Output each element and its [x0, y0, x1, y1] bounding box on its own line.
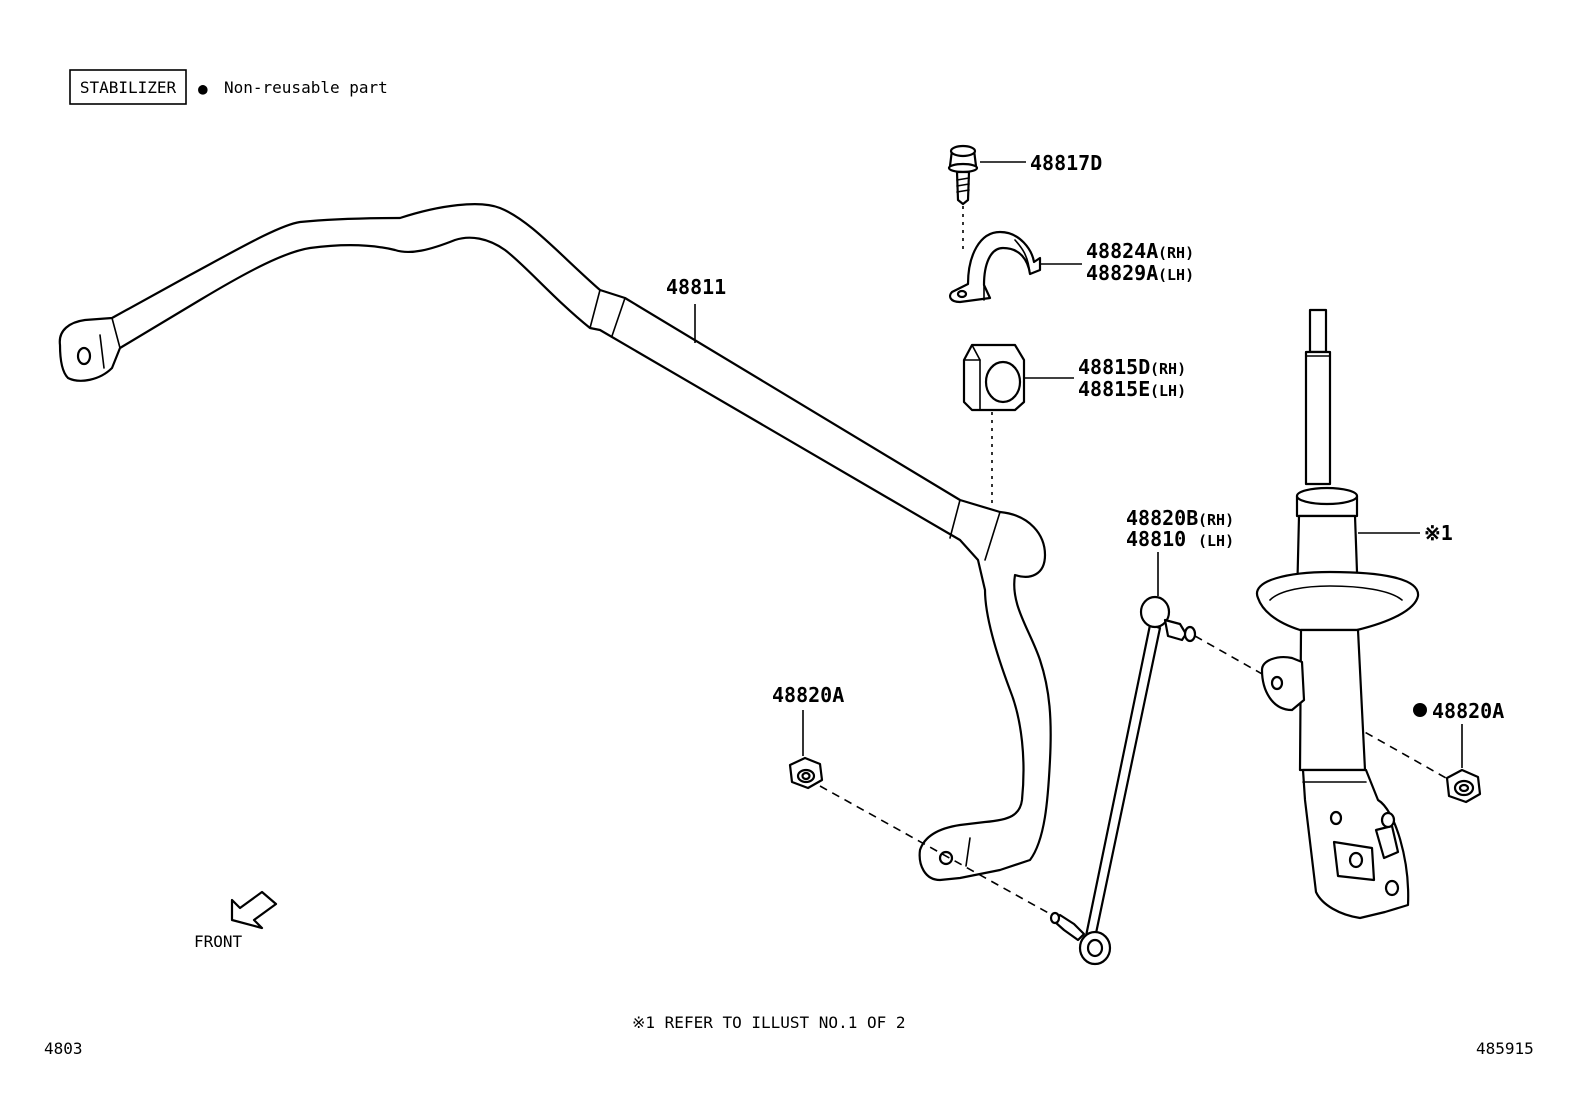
footer-note: ※1 REFER TO ILLUST NO.1 OF 2 [632, 1013, 906, 1032]
section-title: STABILIZER [80, 78, 177, 97]
section-code: 4803 [44, 1039, 83, 1058]
callout-48810: 48810 [1126, 527, 1186, 551]
legend-text: Non-reusable part [224, 78, 388, 97]
callout-48811: 48811 [666, 275, 726, 299]
nut-48820a-right[interactable] [1445, 768, 1482, 804]
stabilizer-bar[interactable] [58, 203, 1052, 882]
callout-48820b: 48820B [1126, 506, 1198, 530]
non-reusable-dot-icon: ● [198, 79, 208, 98]
callout-48829a: 48829A [1086, 261, 1158, 285]
callout-48815e-lh: (LH) [1150, 382, 1186, 400]
bolt-48817d[interactable] [947, 144, 979, 206]
callout-48815d: 48815D [1078, 355, 1150, 379]
illustration-id: 485915 [1476, 1039, 1534, 1058]
callout-48829a-lh: (LH) [1158, 266, 1194, 284]
header: STABILIZER ● Non-reusable part [69, 69, 388, 105]
callout-48820a-right: 48820A [1432, 699, 1504, 723]
front-label: FRONT [194, 932, 243, 951]
strut-assembly[interactable] [1255, 308, 1420, 920]
callout-48820b-rh: (RH) [1198, 511, 1234, 529]
front-direction-indicator: FRONT [194, 890, 278, 951]
callout-48817d: 48817D [1030, 151, 1102, 175]
bracket-48824a[interactable] [949, 230, 1042, 304]
callout-48815d-rh: (RH) [1150, 360, 1186, 378]
callout-48824a: 48824A [1086, 239, 1158, 263]
callout-48815e: 48815E [1078, 377, 1150, 401]
bushing-48815d[interactable] [962, 343, 1026, 412]
callout-48824a-rh: (RH) [1158, 244, 1194, 262]
stabilizer-link[interactable] [1049, 595, 1197, 966]
front-arrow-icon [230, 890, 278, 930]
callout-strut-ref: ※1 [1424, 521, 1453, 545]
non-reusable-dot-icon-48820a [1413, 703, 1427, 717]
nut-48820a-left[interactable] [788, 756, 824, 790]
section-title-box [69, 69, 187, 105]
callout-48810-lh: (LH) [1198, 532, 1234, 550]
callout-48820a-left: 48820A [772, 683, 844, 707]
